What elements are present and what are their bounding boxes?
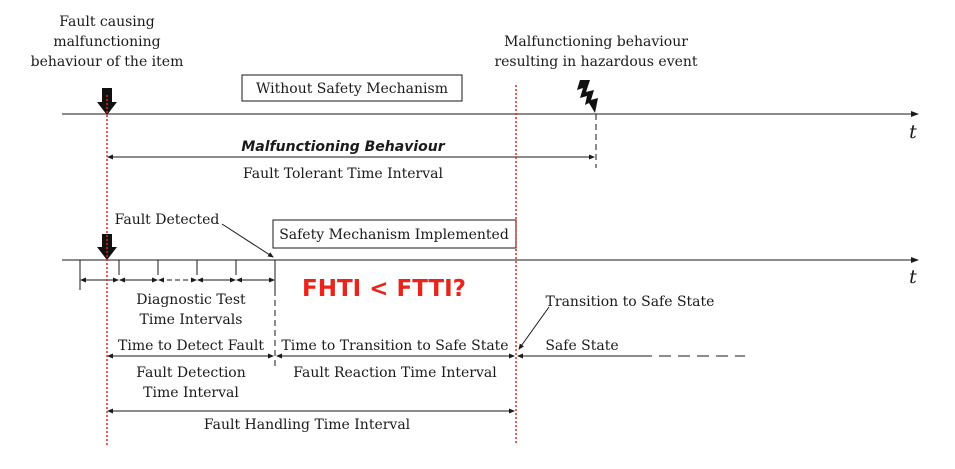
fault-cause-label-2: malfunctioning bbox=[53, 34, 160, 50]
malfunctioning-label: Malfunctioning Behaviour bbox=[241, 139, 445, 155]
fault-cause-label-1: Fault causing bbox=[59, 14, 155, 30]
safety-mechanism-label: Safety Mechanism Implemented bbox=[279, 227, 509, 243]
diagnostic-label-1: Diagnostic Test bbox=[136, 292, 246, 308]
fdti-label-1: Fault Detection bbox=[136, 365, 246, 381]
fault-cause-label-3: behaviour of the item bbox=[31, 54, 184, 70]
without-safety-mechanism-label: Without Safety Mechanism bbox=[256, 81, 448, 97]
without-safety-mechanism-box: Without Safety Mechanism bbox=[241, 74, 463, 102]
diagnostic-ticks bbox=[79, 260, 276, 290]
lightning-icon bbox=[577, 80, 598, 113]
safety-mechanism-box: Safety Mechanism Implemented bbox=[272, 219, 517, 249]
fhti-label: Fault Handling Time Interval bbox=[204, 417, 411, 433]
transition-pointer bbox=[518, 306, 550, 350]
diagnostic-label-2: Time Intervals bbox=[140, 312, 243, 328]
fault-detected-label: Fault Detected bbox=[115, 212, 220, 228]
transition-safe-label: Transition to Safe State bbox=[546, 294, 715, 310]
fdti-label-2: Time Interval bbox=[143, 385, 239, 401]
time-transition-label: Time to Transition to Safe State bbox=[281, 338, 508, 354]
time-detect-label: Time to Detect Fault bbox=[118, 338, 264, 354]
ftti-label: Fault Tolerant Time Interval bbox=[243, 166, 443, 182]
fault-detected-pointer bbox=[221, 223, 274, 258]
hazard-label-1: Malfunctioning behaviour bbox=[504, 34, 688, 50]
top-axis-t-label: t bbox=[909, 121, 917, 143]
frti-label: Fault Reaction Time Interval bbox=[293, 365, 497, 381]
bottom-axis-t-label: t bbox=[909, 266, 917, 288]
hazard-label-2: resulting in hazardous event bbox=[494, 54, 697, 70]
safe-state-label: Safe State bbox=[545, 338, 618, 354]
fhti-ftti-question: FHTI < FTTI? bbox=[302, 276, 466, 302]
down-arrow-icon bbox=[97, 88, 117, 115]
